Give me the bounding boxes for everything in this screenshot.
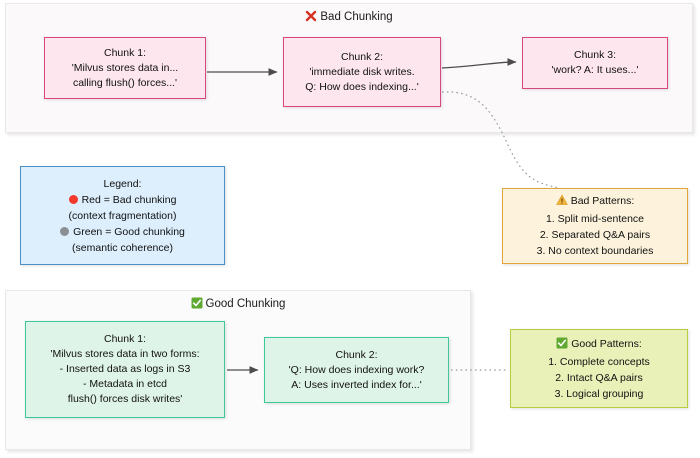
good-chunk-2-line-2: A: Uses inverted index for...'	[291, 378, 422, 391]
good-chunk-1-line-4: flush() forces disk writes'	[67, 393, 183, 405]
good-patterns-title: Good Patterns:	[556, 336, 642, 354]
bad-patterns-title: Bad Patterns:	[555, 193, 635, 211]
good-patterns-item-1: 1. Complete concepts	[548, 355, 650, 368]
good-chunking-title-text: Good Chunking	[205, 298, 286, 310]
good-chunking-title: Good Chunking	[6, 297, 470, 312]
good-patterns-item-2: 2. Intact Q&A pairs	[555, 371, 643, 384]
good-patterns-item-3: 3. Logical grouping	[554, 387, 644, 400]
bad-patterns-note: Bad Patterns: 1. Split mid-sentence 2. S…	[502, 188, 688, 264]
legend-entry-red-sub: (context fragmentation)	[68, 209, 177, 222]
good-chunk-2-line-0: Chunk 2:	[335, 348, 378, 361]
legend-box: Legend: Red = Bad chunking (context frag…	[20, 166, 225, 265]
good-chunk-1-line-0: Chunk 1:	[103, 333, 147, 345]
bad-chunk-3-line-1: 'work? A: It uses...'	[551, 64, 639, 76]
check-mark-button-icon	[556, 337, 568, 354]
legend-title: Legend:	[103, 177, 142, 190]
good-chunk-2-line-1: 'Q: How does indexing work?	[288, 363, 425, 376]
bad-chunking-title: Bad Chunking	[6, 10, 692, 25]
bad-chunking-title-text: Bad Chunking	[320, 11, 393, 23]
legend-entry-green-sub: (semantic coherence)	[72, 241, 173, 254]
red-circle-icon	[68, 194, 78, 204]
check-mark-button-icon	[191, 297, 203, 312]
bad-chunk-1-line-2: calling flush() forces...'	[72, 76, 178, 89]
bad-patterns-item-3: 3. No context boundaries	[536, 245, 654, 257]
bad-chunk-2-line-1: 'immediate disk writes.	[309, 65, 415, 78]
good-chunk-1-line-1: 'Milvus stores data in two forms:	[50, 348, 200, 360]
bad-chunk-2-line-2: Q: How does indexing...'	[305, 80, 419, 93]
legend-entry-green-label: Green = Good chunking	[73, 225, 185, 238]
bad-patterns-item-2: 2. Separated Q&A pairs	[539, 229, 651, 241]
bad-chunk-1-node[interactable]: Chunk 1: 'Milvus stores data in... calli…	[44, 37, 206, 99]
bad-chunk-2-node[interactable]: Chunk 2: 'immediate disk writes. Q: How …	[283, 37, 441, 107]
bad-chunk-1-line-0: Chunk 1:	[103, 46, 147, 59]
grey-circle-icon	[60, 226, 70, 236]
legend-entry-green: Green = Good chunking	[60, 224, 185, 240]
warning-sign-icon	[555, 194, 568, 211]
cross-mark-icon	[305, 10, 317, 25]
bad-patterns-item-1: 1. Split mid-sentence	[545, 213, 645, 225]
good-chunk-1-node[interactable]: Chunk 1: 'Milvus stores data in two form…	[25, 321, 225, 418]
bad-chunk-3-node[interactable]: Chunk 3: 'work? A: It uses...'	[522, 37, 668, 89]
good-chunk-1-line-2: - Inserted data as logs in S3	[59, 363, 191, 375]
bad-chunk-1-line-1: 'Milvus stores data in...	[71, 61, 179, 74]
good-chunk-1-line-3: - Metadata in etcd	[82, 378, 168, 390]
bad-chunk-2-line-0: Chunk 2:	[340, 50, 384, 63]
good-chunk-2-node[interactable]: Chunk 2: 'Q: How does indexing work? A: …	[264, 337, 449, 403]
legend-entry-red-label: Red = Bad chunking	[81, 193, 177, 206]
bad-patterns-title-text: Bad Patterns:	[570, 195, 635, 207]
legend-entry-red: Red = Bad chunking	[68, 192, 177, 208]
bad-chunk-3-line-0: Chunk 3:	[573, 49, 617, 61]
good-patterns-title-text: Good Patterns:	[571, 337, 642, 350]
good-patterns-note: Good Patterns: 1. Complete concepts 2. I…	[510, 329, 688, 408]
